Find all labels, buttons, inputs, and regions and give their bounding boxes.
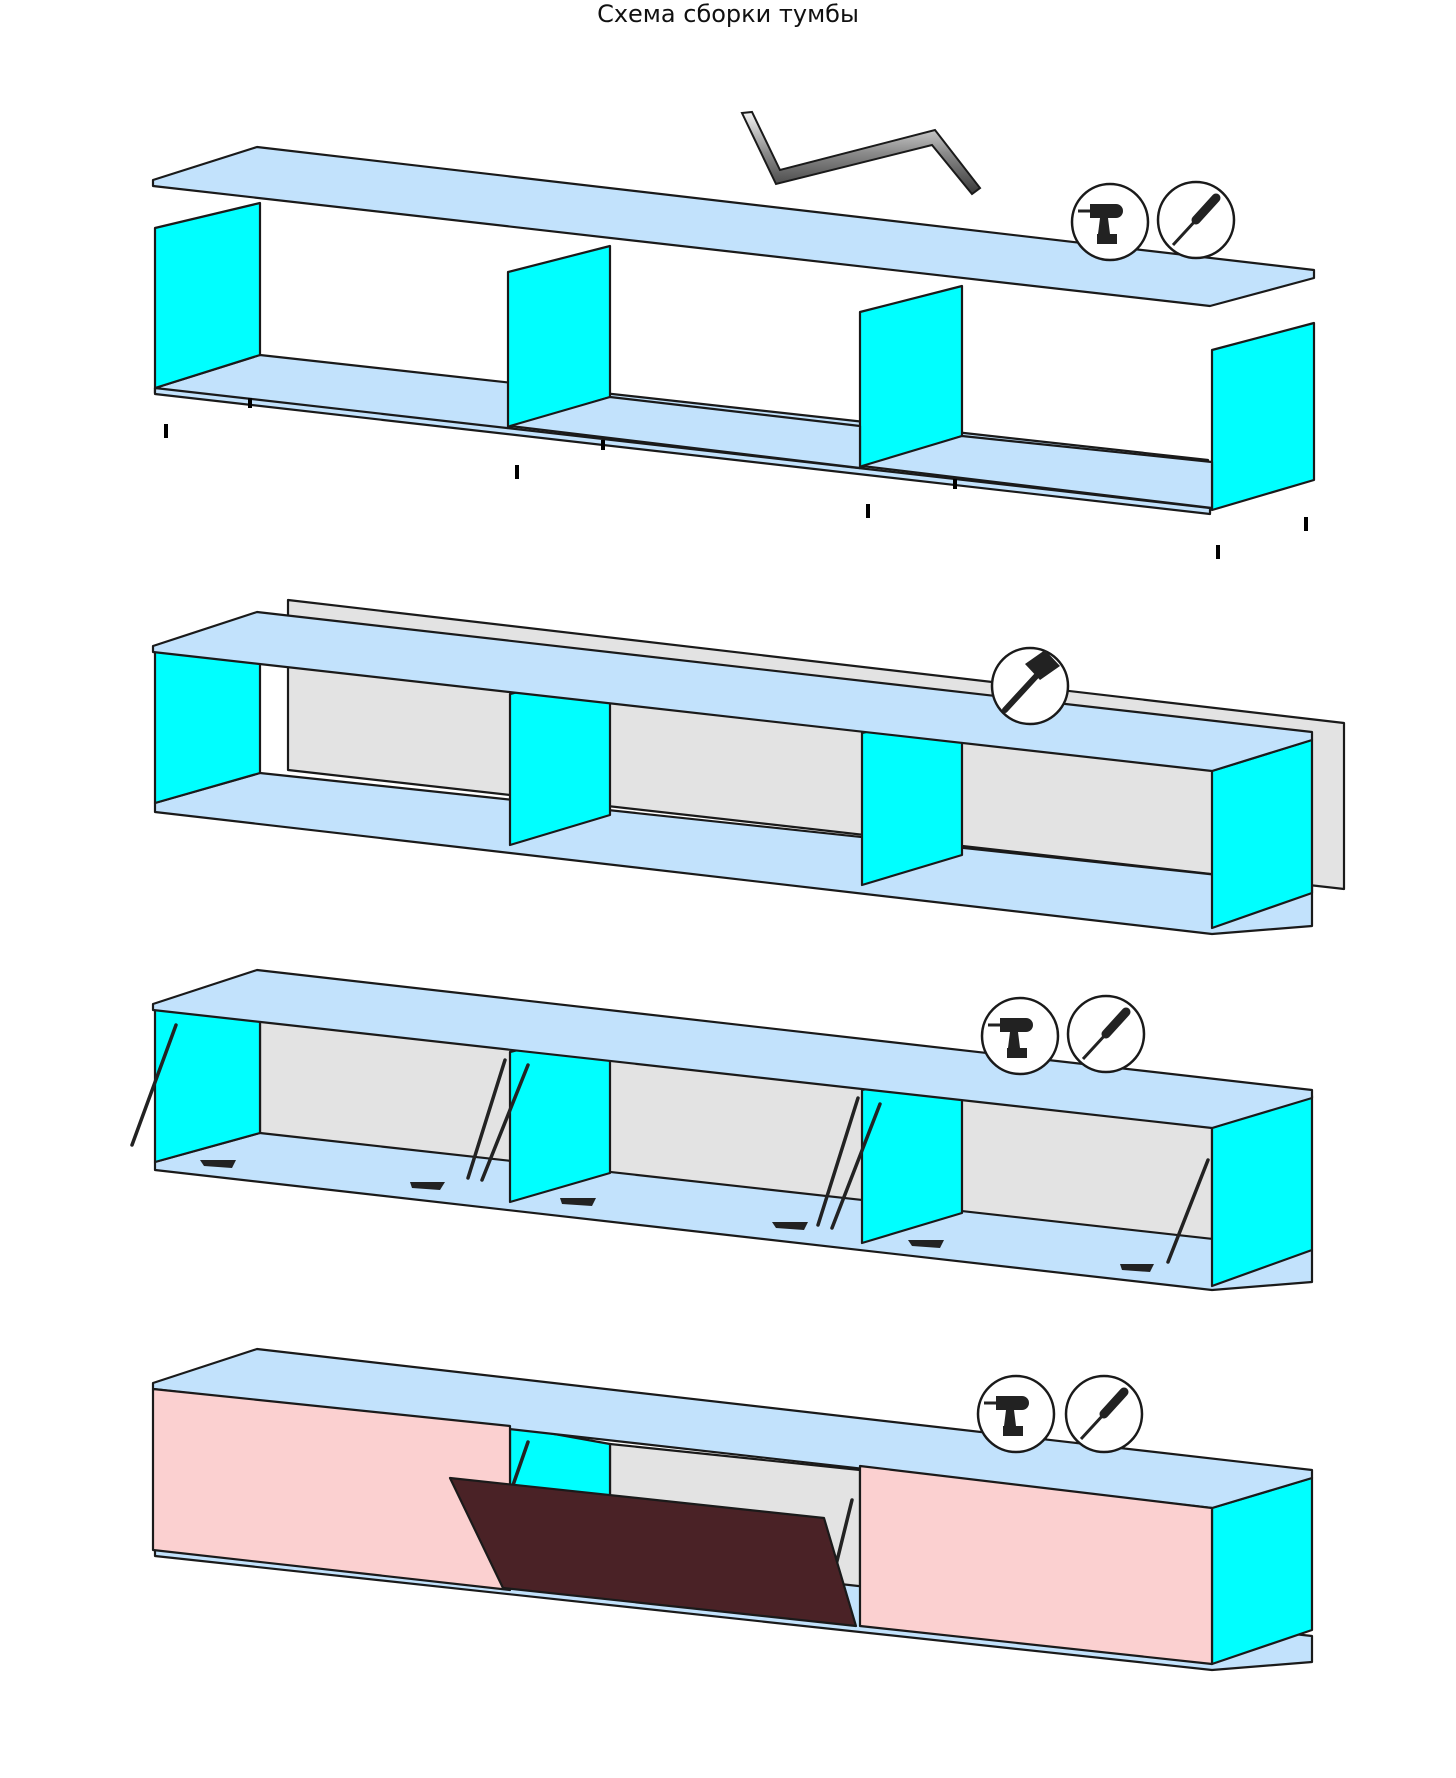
step3-gas-lifts: [130, 1023, 1210, 1264]
drill-icon: [1070, 182, 1150, 262]
drill-icon: [980, 996, 1060, 1076]
step2-top-shelf: [151, 610, 1314, 773]
step4-side-panel-4: [1210, 1476, 1314, 1666]
hex-key-icon: [740, 110, 982, 196]
hammer-icon: [990, 646, 1070, 726]
step4-front-right: [858, 1464, 1214, 1666]
page-title: Схема сборки тумбы: [597, 0, 859, 28]
step3-hinges: [200, 1160, 1154, 1272]
step3-top-shelf: [151, 968, 1314, 1130]
screwdriver-icon: [1156, 180, 1236, 260]
screwdriver-icon: [1066, 994, 1146, 1074]
step1-dowels: [164, 398, 1308, 559]
screwdriver-icon: [1064, 1374, 1144, 1454]
step1-side-panel-4: [1210, 321, 1316, 512]
step-1: [151, 110, 1316, 559]
drill-icon: [976, 1374, 1056, 1454]
step4-front-left: [151, 1387, 512, 1592]
step-4: [151, 1347, 1314, 1672]
step4-gas-lifts: [510, 1440, 854, 1567]
step1-side-panel-1: [153, 201, 262, 390]
step4-open-door: [448, 1476, 858, 1628]
step-2: [151, 598, 1346, 936]
step-3: [130, 968, 1314, 1292]
